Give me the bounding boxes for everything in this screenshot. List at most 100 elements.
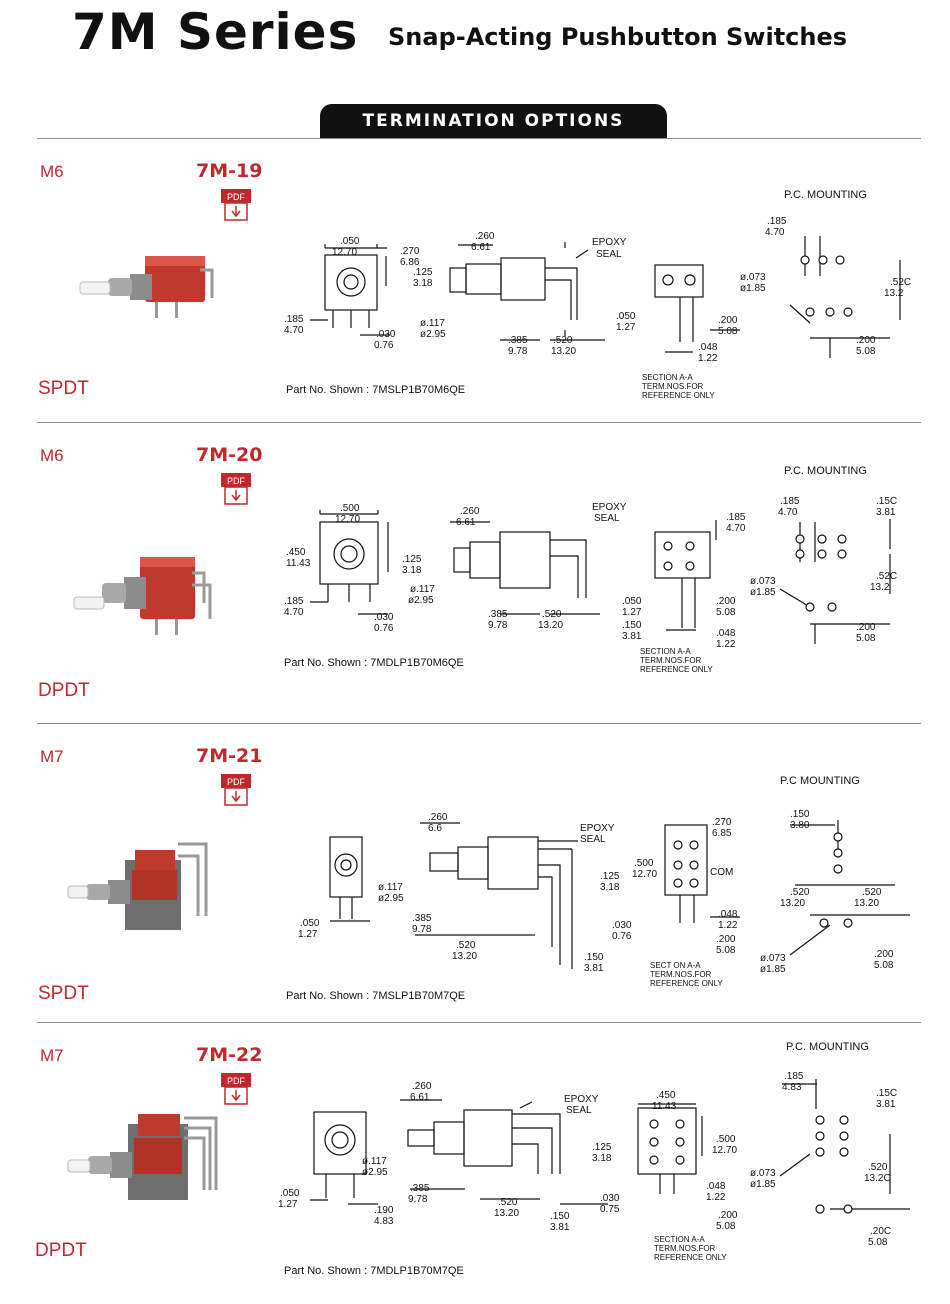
- dim-label: .200: [716, 934, 736, 945]
- dim-label: .200: [856, 622, 876, 633]
- dim-label: .520: [553, 335, 573, 346]
- dim-label: .185: [784, 1071, 804, 1082]
- dim-label: 6.85: [712, 828, 732, 839]
- dim-label: .048: [718, 909, 738, 920]
- part-number: Part No. Shown : 7MDLP1B70M7QE: [284, 1265, 464, 1277]
- dim-label: ø.117: [378, 882, 403, 893]
- pole-type: SPDT: [38, 378, 89, 399]
- dim-label: .185: [726, 512, 746, 523]
- dim-label: 6.86: [400, 257, 420, 268]
- dim-label: 1.27: [616, 322, 636, 333]
- dim-label: .520: [790, 887, 810, 898]
- dim-label: .200: [718, 315, 738, 326]
- dim-label: ø1.85: [760, 964, 786, 975]
- section-label: SECTION A-A: [654, 1235, 705, 1244]
- pdf-file-icon[interactable]: PDF: [220, 1072, 254, 1106]
- switch-photo: [79, 256, 214, 318]
- dim-label: .260: [428, 812, 448, 823]
- dim-label: 4.70: [765, 227, 785, 238]
- termination-code: M6: [40, 162, 64, 181]
- seal-label: SEAL: [596, 249, 622, 260]
- dim-label: 13.20: [538, 620, 563, 631]
- dim-label: ø.073: [760, 953, 786, 964]
- termination-code: M7: [40, 747, 64, 766]
- dim-label: 12.70: [335, 514, 360, 525]
- section-label: SECTION A-A: [642, 373, 693, 382]
- pdf-file-icon[interactable]: PDF: [220, 773, 254, 807]
- dim-label: .048: [716, 628, 736, 639]
- dim-label: .385: [410, 1183, 430, 1194]
- pc-mounting-label: P.C. MOUNTING: [784, 189, 867, 201]
- dim-label: ø.073: [750, 1168, 776, 1179]
- epoxy-label: EPOXY: [580, 823, 615, 834]
- dim-label: 5.08: [856, 346, 876, 357]
- dim-label: 6.61: [410, 1092, 430, 1103]
- seal-label: SEAL: [566, 1105, 592, 1116]
- com-label: COM: [710, 867, 733, 878]
- term-label: TERM.NOS.FOR: [642, 382, 704, 391]
- dim-label: .520: [542, 609, 562, 620]
- dim-label: 4.83: [374, 1216, 394, 1227]
- dim-label: .500: [716, 1134, 736, 1145]
- pdf-file-icon[interactable]: PDF: [220, 188, 254, 222]
- dim-label: .520: [862, 887, 882, 898]
- svg-text:PDF: PDF: [227, 192, 246, 202]
- page-title: 7M Series: [72, 3, 359, 61]
- dim-label: 5.08: [718, 326, 738, 337]
- dim-label: 3.81: [876, 507, 896, 518]
- dim-label: 13.20: [494, 1208, 519, 1219]
- section-label: SECTION A-A: [640, 647, 691, 656]
- epoxy-label: EPOXY: [592, 237, 627, 248]
- dim-label: 11.43: [652, 1101, 677, 1112]
- term-label: TERM.NOS.FOR: [654, 1244, 716, 1253]
- dim-label: 3.18: [600, 882, 620, 893]
- dimension-drawing: P.C. MOUNTING EPOXY SEAL SECTION A-A TER…: [284, 465, 897, 674]
- dim-label: 0.76: [374, 623, 394, 634]
- page-subtitle: Snap-Acting Pushbutton Switches: [388, 23, 848, 51]
- dim-label: ø2.95: [362, 1167, 388, 1178]
- dim-label: .260: [412, 1081, 432, 1092]
- dim-label: .200: [716, 596, 736, 607]
- dim-label: 4.70: [778, 507, 798, 518]
- dim-label: .125: [592, 1142, 612, 1153]
- dim-label: .185: [767, 216, 787, 227]
- dim-label: 3.18: [402, 565, 422, 576]
- dimension-drawing: P.C MOUNTING EPOXY SEAL SECT ON A-A TERM…: [286, 775, 910, 1002]
- dim-label: ø.073: [740, 272, 766, 283]
- dim-label: .270: [712, 817, 732, 828]
- dim-label: 1.27: [298, 929, 318, 940]
- dim-label: .385: [488, 609, 508, 620]
- dim-label: 1.22: [706, 1192, 726, 1203]
- dim-label: .125: [600, 871, 620, 882]
- dim-label: .150: [550, 1211, 570, 1222]
- dim-label: .030: [374, 612, 394, 623]
- dim-label: .190: [374, 1205, 394, 1216]
- dim-label: 9.78: [488, 620, 508, 631]
- dim-label: 1.22: [718, 920, 738, 931]
- dim-label: 4.70: [284, 325, 304, 336]
- pdf-file-icon[interactable]: PDF: [220, 472, 254, 506]
- pole-type: DPDT: [38, 680, 90, 701]
- dim-label: 3.81: [622, 631, 642, 642]
- dim-label: .450: [286, 547, 306, 558]
- dim-label: 13.20: [780, 898, 805, 909]
- dim-label: .150: [584, 952, 604, 963]
- dim-label: .500: [340, 503, 360, 514]
- dim-label: 3.81: [876, 1099, 896, 1110]
- dim-label: .200: [718, 1210, 738, 1221]
- dim-label: 1.22: [698, 353, 718, 364]
- switch-photo: [73, 557, 212, 635]
- part-number: Part No. Shown : 7MDLP1B70M6QE: [284, 657, 464, 669]
- dim-label: .385: [508, 335, 528, 346]
- dim-label: 0.76: [374, 340, 394, 351]
- dim-label: ø.117: [362, 1156, 387, 1167]
- dim-label: .200: [856, 335, 876, 346]
- dim-label: .048: [706, 1181, 726, 1192]
- dim-label: 11.43: [286, 558, 311, 569]
- dim-label: .125: [402, 554, 422, 565]
- dim-label: 3.18: [592, 1153, 612, 1164]
- dim-label: .20C: [870, 1226, 891, 1237]
- dim-label: .150: [790, 809, 810, 820]
- pc-mounting-label: P.C MOUNTING: [780, 775, 860, 787]
- dim-label: 5.08: [716, 607, 736, 618]
